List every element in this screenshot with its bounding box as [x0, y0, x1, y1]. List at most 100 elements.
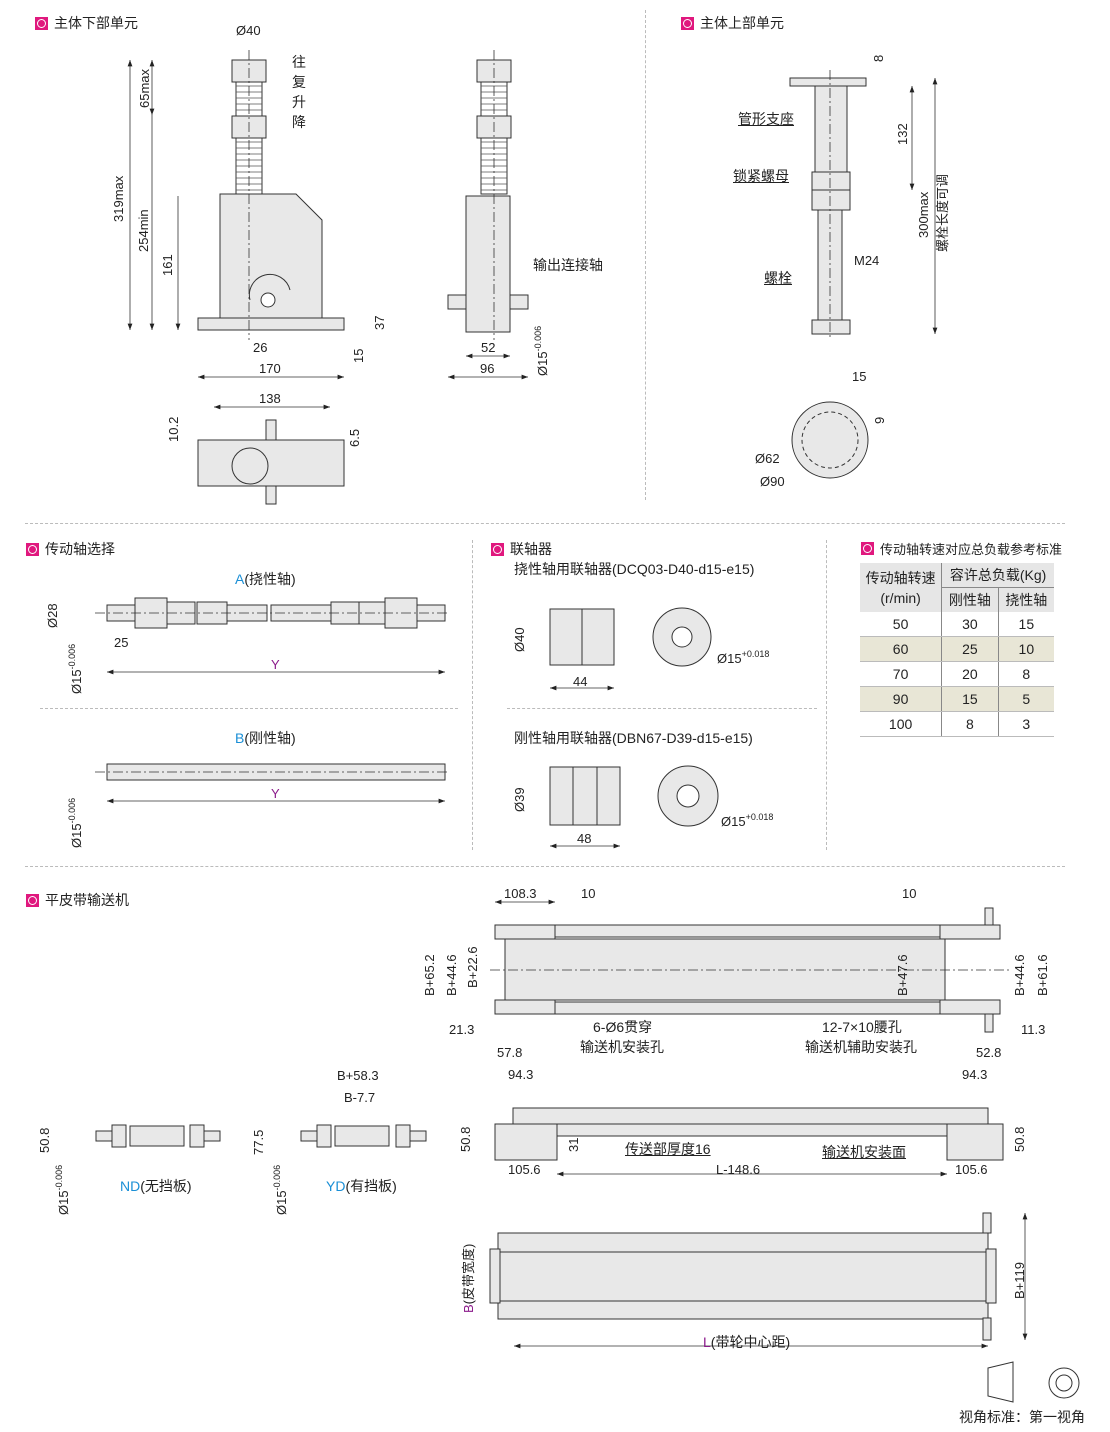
tube-support-label: 管形支座 [738, 111, 794, 127]
cell-speed: 100 [860, 711, 943, 737]
dim-shaft-dia: Ø15-0.006 [533, 326, 550, 376]
tol-upper: +0.018 [741, 649, 770, 659]
divider [826, 540, 827, 850]
dim-side-50-8-left: 50.8 [458, 1126, 473, 1152]
dim-b44-6-right: B+44.6 [1012, 954, 1027, 996]
dim-belt-width: B(皮带宽度) [461, 1243, 476, 1313]
mount-holes-label: 输送机安装孔 [580, 1039, 664, 1055]
tol-upper: +0.018 [745, 812, 774, 822]
divider [507, 708, 817, 709]
option-code: YD [326, 1178, 346, 1194]
dim-8: 8 [871, 54, 886, 62]
option-label: (无挡板) [140, 1178, 192, 1194]
dim-11-3: 11.3 [1021, 1022, 1046, 1037]
dim-nd-shaft-dia: Ø15-0.006 [54, 1165, 71, 1215]
dim-105-6-right: 105.6 [955, 1162, 988, 1177]
lower-unit-side-view [447, 59, 529, 333]
dim-15: 15 [351, 348, 366, 363]
tol-upper: -0.006 [67, 797, 77, 824]
nd-label: ND(无挡板) [120, 1179, 192, 1193]
section-title-text: 传动轴选择 [45, 541, 115, 557]
dim-d90: Ø90 [760, 474, 785, 489]
section-title-text: 联轴器 [510, 541, 552, 557]
dim-300max: 300max [916, 191, 931, 238]
dim-b7-7: B-7.7 [344, 1090, 376, 1105]
option-label: (有挡板) [345, 1178, 397, 1194]
cell-flex: 15 [998, 612, 1054, 637]
lower-unit-top-view [197, 419, 345, 505]
output-shaft-label: 输出连接轴 [533, 257, 603, 273]
divider [40, 708, 458, 709]
yd-end-view [300, 1124, 427, 1148]
dim-37: 37 [372, 315, 387, 330]
variable-code: L [703, 1334, 711, 1350]
dim-254min: 254min [136, 209, 151, 252]
dim-94-3-left: 94.3 [508, 1067, 534, 1082]
dim-52-8: 52.8 [976, 1045, 1002, 1060]
header-rigid: 刚性轴 [941, 587, 999, 612]
reciprocate-char: 降 [292, 114, 306, 130]
flex-coupling-title: 挠性轴用联轴器(DCQ03-D40-d15-e15) [514, 561, 755, 577]
aux-holes-label: 输送机辅助安装孔 [805, 1039, 917, 1055]
section-title-upper-unit: 主体上部单元 [681, 13, 784, 33]
dim-132: 132 [895, 123, 910, 145]
dim-flex-bore: Ø15+0.018 [717, 649, 770, 666]
option-label: (刚性轴) [244, 730, 296, 746]
dim-b119: B+119 [1012, 1262, 1027, 1299]
reciprocate-char: 复 [292, 74, 306, 90]
dim-161: 161 [160, 254, 175, 276]
dim-l-148-6: L-148.6 [716, 1162, 761, 1177]
dim-52: 52 [481, 340, 496, 355]
dim-170: 170 [259, 361, 281, 376]
cell-speed: 50 [860, 612, 943, 637]
upper-unit-view [789, 77, 869, 479]
divider [645, 10, 646, 500]
dim-48: 48 [577, 831, 592, 846]
dim-shaft-a-dia: Ø15-0.006 [67, 644, 84, 694]
dim-b47-6: B+47.6 [895, 954, 910, 996]
dim-96: 96 [480, 361, 495, 376]
aux-holes-spec: 12-7×10腰孔 [822, 1019, 902, 1035]
section-title-text: 平皮带输送机 [45, 892, 129, 908]
header-speed-unit: (r/min) [880, 589, 921, 606]
dim-coupling-d40: Ø40 [512, 627, 527, 652]
divider [25, 866, 1065, 867]
shaft-b-title: B(刚性轴) [235, 731, 296, 745]
cell-flex: 5 [998, 686, 1054, 712]
header-flex: 挠性轴 [998, 587, 1054, 612]
dim-side-50-8-right: 50.8 [1012, 1126, 1027, 1152]
dim-shaft-b-dia: Ø15-0.006 [67, 797, 84, 848]
dim-m24: M24 [854, 253, 880, 268]
cell-speed: 70 [860, 661, 943, 687]
dim-57-8: 57.8 [497, 1045, 523, 1060]
dim-94-3-right: 94.3 [962, 1067, 988, 1082]
dim-d62: Ø62 [755, 451, 780, 466]
dim-b58-3: B+58.3 [337, 1068, 379, 1083]
section-bullet-icon [35, 16, 48, 30]
section-title-load-table: 传动轴转速对应总负载参考标准 [861, 539, 1062, 558]
mount-holes-spec: 6-Ø6贯穿 [593, 1019, 653, 1035]
bolt-adjust-note: 螺栓长度可调 [935, 173, 950, 252]
shaft-dia-text: Ø15 [535, 351, 550, 376]
dim-10-right: 10 [902, 886, 917, 901]
dim-y-b: Y [271, 786, 280, 801]
dim-9: 9 [872, 416, 887, 424]
header-load: 容许总负载(Kg) [941, 563, 1054, 588]
section-title-text: 传动轴转速对应总负载参考标准 [880, 542, 1063, 557]
projection-label: 视角标准：第一视角 [959, 1409, 1085, 1425]
dim-b61-6: B+61.6 [1035, 954, 1050, 996]
variable-label: (皮带宽度) [461, 1243, 476, 1305]
option-code: ND [120, 1178, 141, 1194]
dim-105-6-left: 105.6 [508, 1162, 541, 1177]
divider [472, 540, 473, 850]
dim-15-slot: 15 [852, 369, 867, 384]
dim-108-3: 108.3 [504, 886, 537, 901]
section-title-coupling: 联轴器 [491, 539, 552, 559]
cell-flex: 10 [998, 636, 1054, 662]
dim-10-left: 10 [581, 886, 596, 901]
section-title-text: 主体下部单元 [54, 15, 138, 31]
belt-thickness-label: 传送部厚度16 [625, 1141, 711, 1157]
